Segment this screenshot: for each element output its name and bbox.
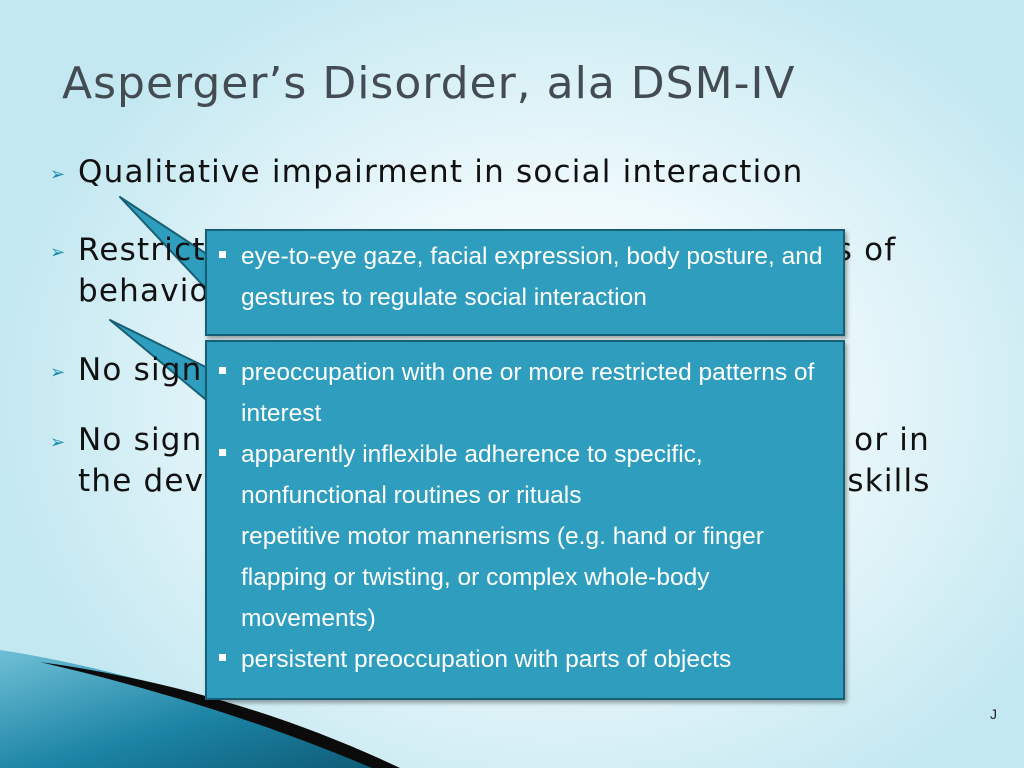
- callout-item: repetitive motor mannerisms (e.g. hand o…: [241, 523, 764, 632]
- arrowhead-bullet-icon: ➢: [50, 362, 67, 383]
- callout-list: preoccupation with one or more restricte…: [207, 352, 843, 680]
- callout-box-social-interaction: eye-to-eye gaze, facial expression, body…: [205, 229, 845, 336]
- callout-box-restricted-behavior: preoccupation with one or more restricte…: [205, 340, 845, 700]
- callout-item: apparently inflexible adherence to speci…: [207, 434, 843, 516]
- bullet-text: Qualitative impairment in social interac…: [78, 154, 804, 190]
- callout-list: eye-to-eye gaze, facial expression, body…: [207, 236, 843, 318]
- corner-swoosh-teal: [0, 650, 390, 768]
- arrowhead-bullet-icon: ➢: [50, 242, 67, 263]
- callout-item: persistent preoccupation with parts of o…: [207, 639, 843, 680]
- footer-mark: J: [990, 706, 997, 722]
- slide-title: Asperger’s Disorder, ala DSM-IV: [62, 58, 796, 109]
- bullet-item: ➢ Qualitative impairment in social inter…: [50, 152, 980, 193]
- corner-swoosh-black: [40, 662, 400, 768]
- arrowhead-bullet-icon: ➢: [50, 164, 67, 185]
- callout-item: preoccupation with one or more restricte…: [207, 352, 843, 434]
- arrowhead-bullet-icon: ➢: [50, 432, 67, 453]
- callout-item: eye-to-eye gaze, facial expression, body…: [207, 236, 843, 318]
